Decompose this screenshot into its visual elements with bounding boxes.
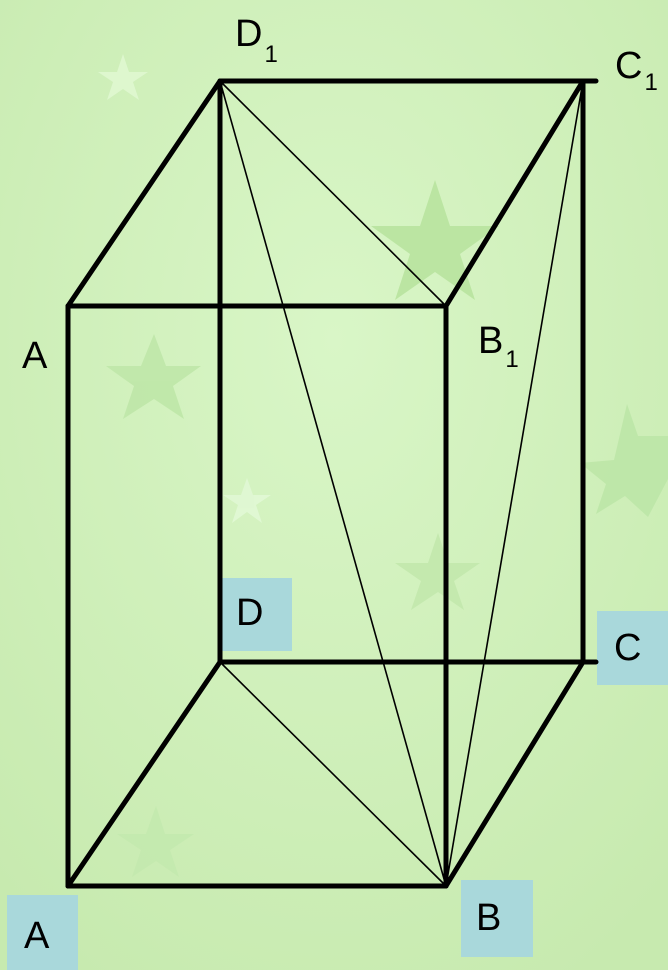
diagonal-d1-b1 xyxy=(219,80,447,307)
diagonals xyxy=(219,80,584,887)
label-highlight-b xyxy=(461,880,533,957)
label-a1: A1 xyxy=(22,335,58,377)
star-icon xyxy=(371,180,499,300)
label-d1: D1 xyxy=(235,13,278,68)
label-b: B xyxy=(476,897,501,939)
star-icon xyxy=(395,533,480,610)
star-icon xyxy=(117,806,194,877)
label-d: D xyxy=(236,592,263,634)
edge-b1-c1 xyxy=(443,78,586,309)
star-icon xyxy=(106,334,201,419)
star-icon xyxy=(98,54,148,100)
star-icon xyxy=(580,404,668,517)
label-highlight-d xyxy=(218,578,292,651)
label-highlight-a xyxy=(7,895,78,970)
diagonal-d1-b xyxy=(219,80,447,887)
prism-edges xyxy=(65,78,599,889)
edge-a-d xyxy=(65,659,223,889)
vertex-labels: D1 C1 A1 B1 D C A B xyxy=(22,13,658,957)
edge-b-c xyxy=(443,659,586,889)
label-a: A xyxy=(24,915,50,957)
star-icon xyxy=(223,478,271,523)
label-c: C xyxy=(614,627,641,669)
label-c1: C1 xyxy=(615,45,658,96)
edge-a1-d1 xyxy=(65,78,223,309)
label-b1: B1 xyxy=(478,320,519,373)
diagonal-c1-b xyxy=(445,80,584,887)
diagonal-d-b xyxy=(219,661,447,887)
label-highlight-c xyxy=(597,611,668,685)
background-star-pattern xyxy=(98,54,668,877)
